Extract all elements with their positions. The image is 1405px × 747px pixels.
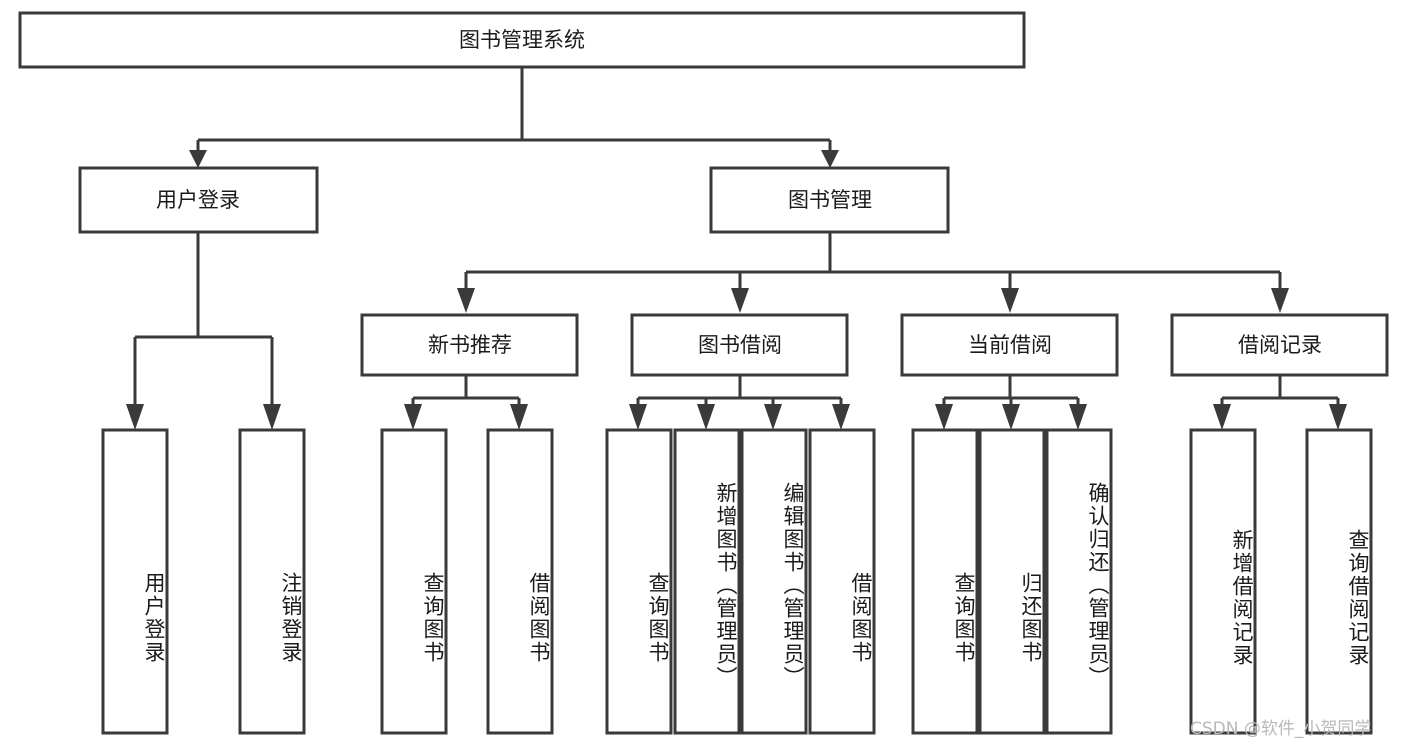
node-user-login-box[interactable] [78, 166, 319, 234]
leaf-box-borrow-book-2[interactable] [808, 428, 876, 735]
arrow-head-book-borrow [731, 288, 749, 313]
arrow-head-borrowrecord-leaf-1 [1213, 404, 1231, 430]
leaf-box-return-book[interactable] [978, 428, 1046, 735]
node-borrow-record-label: 借阅记录 [1238, 333, 1322, 357]
arrow-head-leaf-user-login [126, 404, 144, 430]
node-book-borrow-box[interactable] [630, 313, 849, 377]
leaf-box-add-borrow-record[interactable] [1189, 428, 1257, 735]
node-current-borrow-box[interactable] [900, 313, 1119, 377]
arrow-head-currentborrow-leaf-1 [935, 404, 953, 430]
node-current-borrow[interactable]: 当前借阅 [900, 313, 1119, 377]
leaf-box-add-book-admin[interactable] [673, 428, 741, 735]
node-new-book-recommend-label: 新书推荐 [428, 333, 512, 357]
node-new-book-recommend[interactable]: 新书推荐 [360, 313, 579, 377]
leaf-group-user-login [101, 428, 306, 735]
arrow-head-new-book [457, 288, 475, 313]
node-borrow-record-box[interactable] [1170, 313, 1389, 377]
arrow-head-user-login [189, 150, 207, 168]
leaf-group-current-borrow [911, 428, 1113, 735]
arrow-head-newbook-leaf-2 [510, 404, 528, 430]
node-book-borrow-label: 图书借阅 [698, 333, 782, 357]
node-root-box[interactable] [18, 11, 1026, 69]
arrow-head-currentborrow-leaf-2 [1002, 404, 1020, 430]
leaf-group-book-borrow [605, 428, 876, 735]
node-root[interactable]: 图书管理系统 [18, 11, 1026, 69]
node-borrow-record[interactable]: 借阅记录 [1170, 313, 1389, 377]
connector-group [126, 67, 1347, 430]
node-book-borrow[interactable]: 图书借阅 [630, 313, 849, 377]
node-current-borrow-label: 当前借阅 [968, 333, 1052, 357]
leaf-box-borrow-book-1[interactable] [486, 428, 554, 735]
arrow-head-bookborrow-leaf-3 [764, 404, 782, 430]
leaf-box-query-borrow-record[interactable] [1305, 428, 1373, 735]
csdn-watermark: CSDN @软件_小贺同学 [1190, 719, 1372, 739]
leaf-box-query-book-1[interactable] [380, 428, 448, 735]
arrow-head-currentborrow-leaf-3 [1069, 404, 1087, 430]
arrow-head-bookborrow-leaf-1 [629, 404, 647, 430]
node-user-login-label: 用户登录 [156, 188, 240, 212]
node-book-management-box[interactable] [709, 166, 950, 234]
node-book-management-label: 图书管理 [788, 188, 872, 212]
node-book-management[interactable]: 图书管理 [709, 166, 950, 234]
arrow-head-leaf-logout [263, 404, 281, 430]
node-root-label: 图书管理系统 [459, 28, 585, 52]
arrow-head-bookborrow-leaf-2 [697, 404, 715, 430]
leaf-box-query-book-3[interactable] [911, 428, 979, 735]
arrow-head-newbook-leaf-1 [404, 404, 422, 430]
arrow-head-current-borrow [1001, 288, 1019, 313]
arrow-head-bookborrow-leaf-4 [832, 404, 850, 430]
leaf-group-borrow-record [1189, 428, 1373, 735]
arrow-head-borrow-record [1271, 288, 1289, 313]
leaf-box-query-book-2[interactable] [605, 428, 673, 735]
node-user-login[interactable]: 用户登录 [78, 166, 319, 234]
node-new-book-recommend-box[interactable] [360, 313, 579, 377]
leaf-box-edit-book-admin[interactable] [740, 428, 808, 735]
leaf-group-new-book-recommend [380, 428, 554, 735]
arrow-head-book-mgmt [821, 150, 839, 168]
leaf-box-logout[interactable] [238, 428, 306, 735]
leaf-box-user-login[interactable] [101, 428, 169, 735]
leaf-box-confirm-return-admin[interactable] [1045, 428, 1113, 735]
arrow-head-borrowrecord-leaf-2 [1329, 404, 1347, 430]
